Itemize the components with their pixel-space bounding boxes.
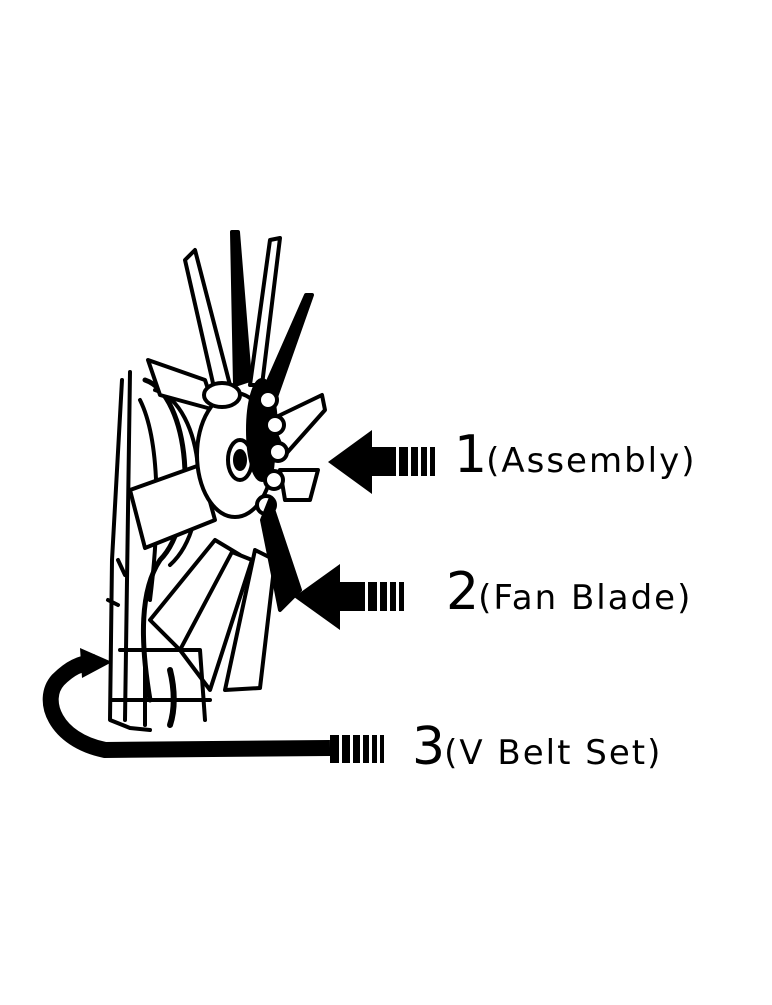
callout-2-label: (Fan Blade) <box>478 578 693 618</box>
callout-3-label: (V Belt Set) <box>444 733 663 773</box>
callout-2: 2(Fan Blade) <box>446 562 692 622</box>
callout-3: 3(V Belt Set) <box>412 717 662 777</box>
callout-1-label: (Assembly) <box>486 441 697 481</box>
callout-2-number: 2 <box>446 562 479 622</box>
callout-3-number: 3 <box>412 717 445 777</box>
callout-1-number: 1 <box>454 425 487 485</box>
arrow-2-icon <box>294 564 404 630</box>
callout-1: 1(Assembly) <box>454 425 697 485</box>
arrow-1-icon <box>328 430 435 494</box>
arrow-3-icon <box>42 648 384 763</box>
